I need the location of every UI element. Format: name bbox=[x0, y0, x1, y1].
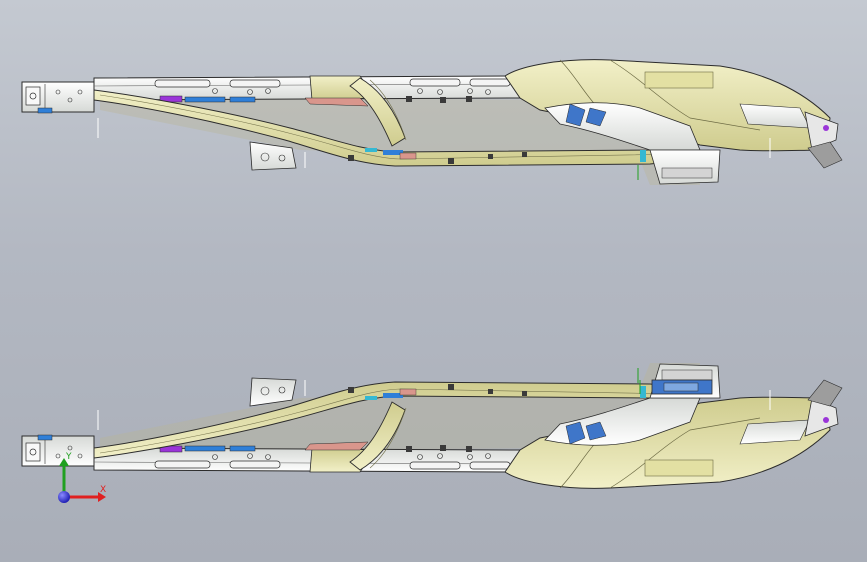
axis-triad: X Y bbox=[58, 452, 106, 503]
mount-bracket-bottom[interactable] bbox=[639, 379, 713, 395]
z-axis-ball bbox=[58, 491, 70, 503]
y-axis-label: Y bbox=[65, 452, 72, 462]
frame-assembly-bottom-view[interactable] bbox=[21, 362, 843, 489]
x-axis-label: X bbox=[100, 485, 106, 495]
frame-assembly-top-view[interactable] bbox=[21, 59, 843, 186]
